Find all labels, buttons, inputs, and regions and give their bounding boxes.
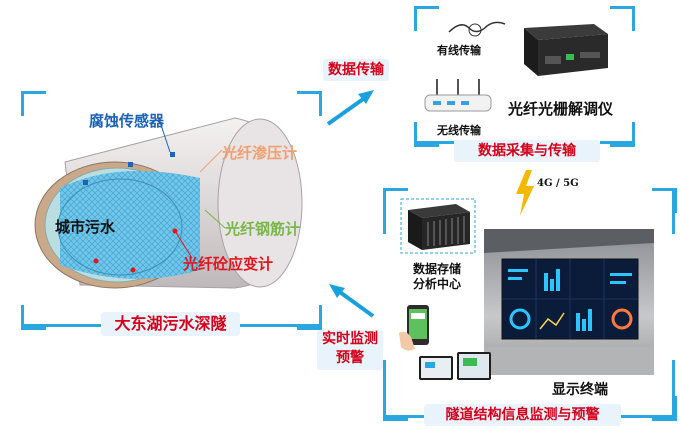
data-transmission-label: 数据传输 <box>323 59 389 81</box>
display-wall-illustration <box>484 229 654 375</box>
tunnel-title: 大东湖污水深隧 <box>101 312 240 336</box>
wired-label: 有线传输 <box>437 44 481 57</box>
demodulator-label: 光纤光栅解调仪 <box>508 100 614 118</box>
osmometer-label: 光纤渗压计 <box>222 144 298 162</box>
demodulator-icon <box>524 24 608 76</box>
tunnel-illustration <box>34 117 303 289</box>
acquisition-caption: 数据采集与传输 <box>454 140 600 162</box>
network-label: 4G / 5G <box>537 178 579 189</box>
tablet-icon <box>419 352 491 380</box>
sewage-label: 城市污水 <box>55 218 116 236</box>
rebar-meter-label: 光纤钢筋计 <box>225 220 301 238</box>
data-transmission-arrow <box>326 90 374 126</box>
server-rack-icon <box>400 198 476 254</box>
display-label: 显示终端 <box>552 382 608 398</box>
strain-gauge-dots <box>93 228 178 273</box>
corrosion-sensor-dots <box>83 152 175 185</box>
lightning-icon <box>516 170 534 216</box>
cable-icon <box>448 21 506 37</box>
warning-arrow <box>329 284 375 318</box>
corrosion-sensor-label: 腐蚀传感器 <box>89 112 165 130</box>
wireless-label: 无线传输 <box>437 124 481 137</box>
monitoring-caption: 隧道结构信息监测与预警 <box>424 404 621 426</box>
phone-icon <box>399 305 429 351</box>
realtime-warning-label: 实时监测 预警 <box>317 330 383 370</box>
storage-label: 数据存储 分析中心 <box>413 262 462 291</box>
strain-gauge-label: 光纤砼应变计 <box>183 255 274 273</box>
router-icon <box>424 79 492 112</box>
